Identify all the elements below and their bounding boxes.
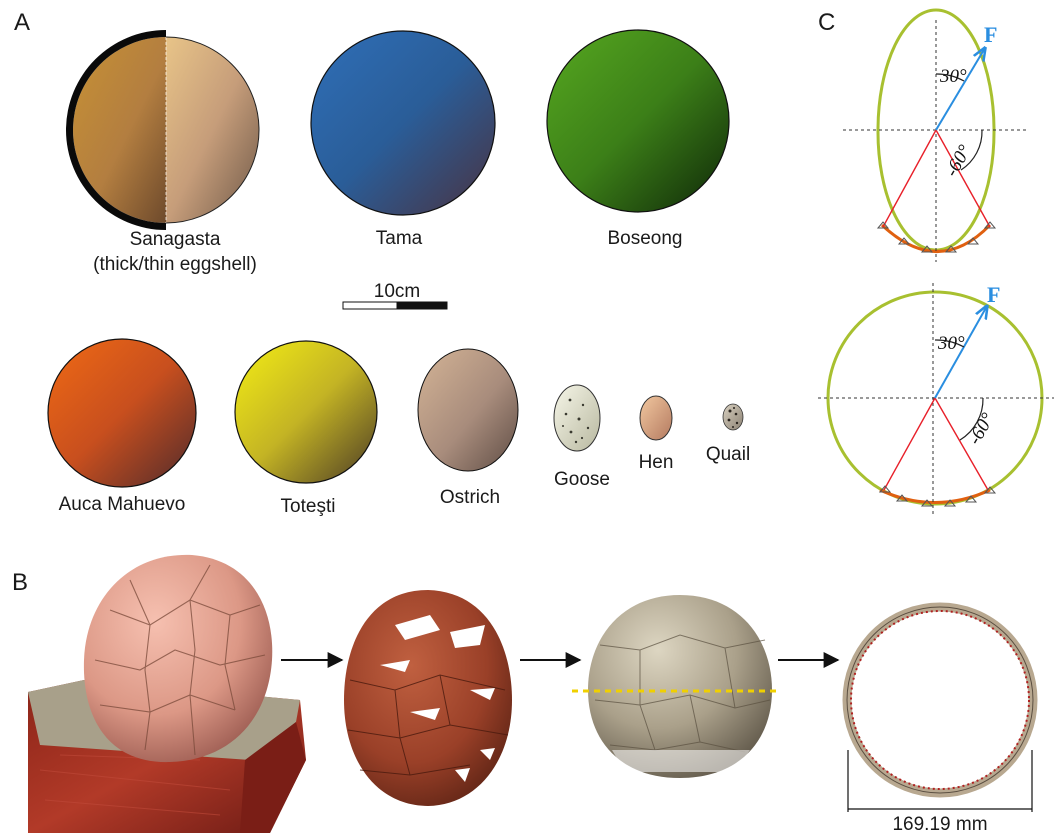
force-label-1: F xyxy=(984,22,997,47)
hen-label: Hen xyxy=(639,452,674,473)
tama-label: Tama xyxy=(376,228,423,249)
force-angle-2: 30° xyxy=(937,333,965,354)
force-label-2: F xyxy=(987,282,1000,307)
support-angle-2: -60° xyxy=(964,409,999,448)
quail-label: Quail xyxy=(706,444,750,465)
quail-egg xyxy=(723,404,743,430)
scale-bar xyxy=(343,302,447,309)
reconstructed-eggshell xyxy=(572,595,780,778)
boseong-egg xyxy=(547,30,729,212)
force-arrow xyxy=(936,48,985,130)
mechanics-diagram-1 xyxy=(843,10,1028,262)
support-line-right xyxy=(936,130,990,227)
egg-specimen-in-matrix xyxy=(28,555,306,833)
panel-label-b: B xyxy=(12,569,28,596)
scale-bar-label: 10cm xyxy=(374,281,420,302)
panel-label-c: C xyxy=(818,9,835,36)
sanagasta-egg xyxy=(66,30,259,230)
support-line-left xyxy=(883,130,936,227)
hen-egg xyxy=(640,396,672,440)
goose-egg xyxy=(554,385,600,451)
segmented-eggshell xyxy=(344,590,512,806)
goose-label: Goose xyxy=(554,469,610,490)
mechanics-diagram-2 xyxy=(818,283,1054,517)
totesti-label: Toteşti xyxy=(281,496,336,517)
fitted-circle xyxy=(851,611,1029,789)
boseong-label: Boseong xyxy=(607,228,682,249)
ostrich-egg xyxy=(418,349,518,471)
tama-egg xyxy=(311,31,495,215)
sanagasta-label: Sanagasta xyxy=(130,229,221,250)
force-angle-1: 30° xyxy=(939,66,967,87)
support-arc xyxy=(880,490,990,503)
auca-mahuevo-label: Auca Mahuevo xyxy=(59,494,186,515)
totesti-egg xyxy=(235,341,377,483)
diameter-label: 169.19 mm xyxy=(892,814,987,833)
eggshell-cross-section xyxy=(847,607,1033,812)
panel-label-a: A xyxy=(14,9,30,36)
support-line-left xyxy=(884,398,935,490)
auca-mahuevo-egg xyxy=(48,339,196,487)
ostrich-label: Ostrich xyxy=(440,487,500,508)
sanagasta-sublabel: (thick/thin eggshell) xyxy=(93,254,257,275)
